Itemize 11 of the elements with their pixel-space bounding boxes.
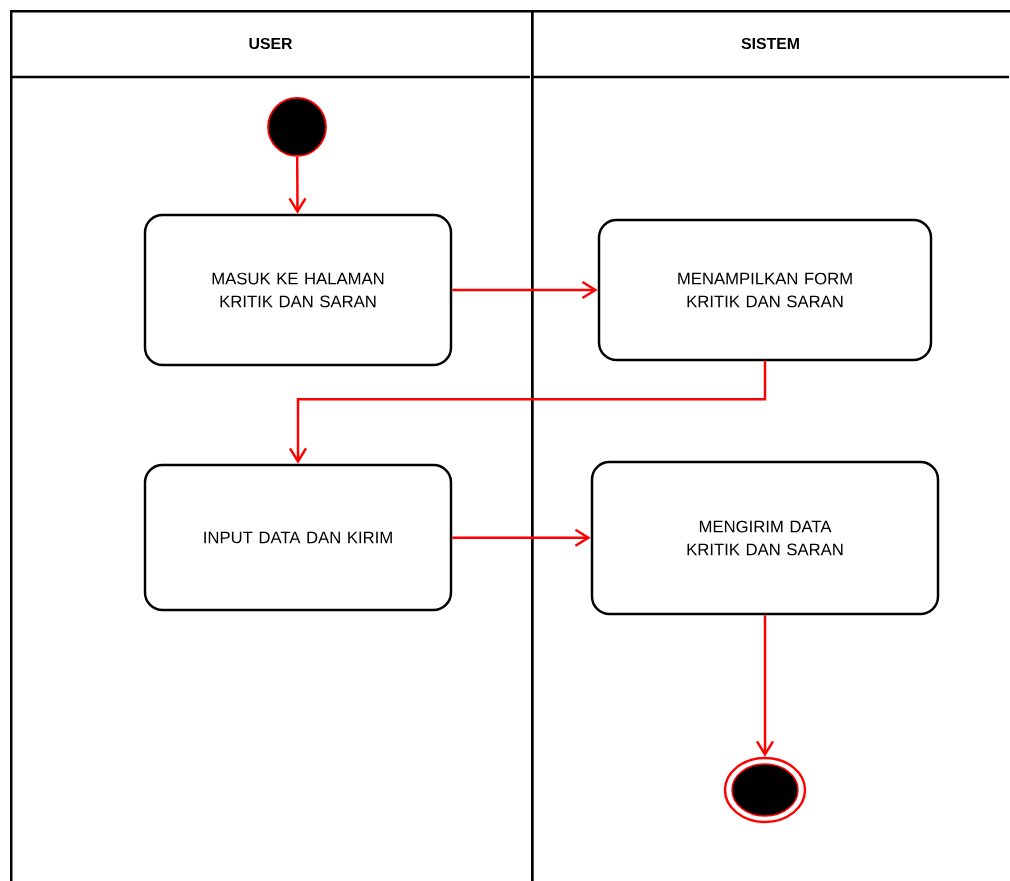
arrow — [755, 615, 775, 757]
activity-box: MENAMPILKAN FORM KRITIK DAN SARAN — [597, 218, 933, 362]
activity-box: MASUK KE HALAMAN KRITIK DAN SARAN — [143, 213, 453, 367]
end-node — [723, 756, 807, 824]
arrow — [452, 280, 598, 300]
arrow — [452, 528, 591, 547]
activity-box: MENGIRIM DATA KRITIK DAN SARAN — [590, 460, 940, 616]
arrow — [288, 156, 307, 214]
start-node — [267, 97, 327, 157]
arrow — [288, 361, 767, 464]
activity-box: INPUT DATA DAN KIRIM — [143, 463, 453, 612]
